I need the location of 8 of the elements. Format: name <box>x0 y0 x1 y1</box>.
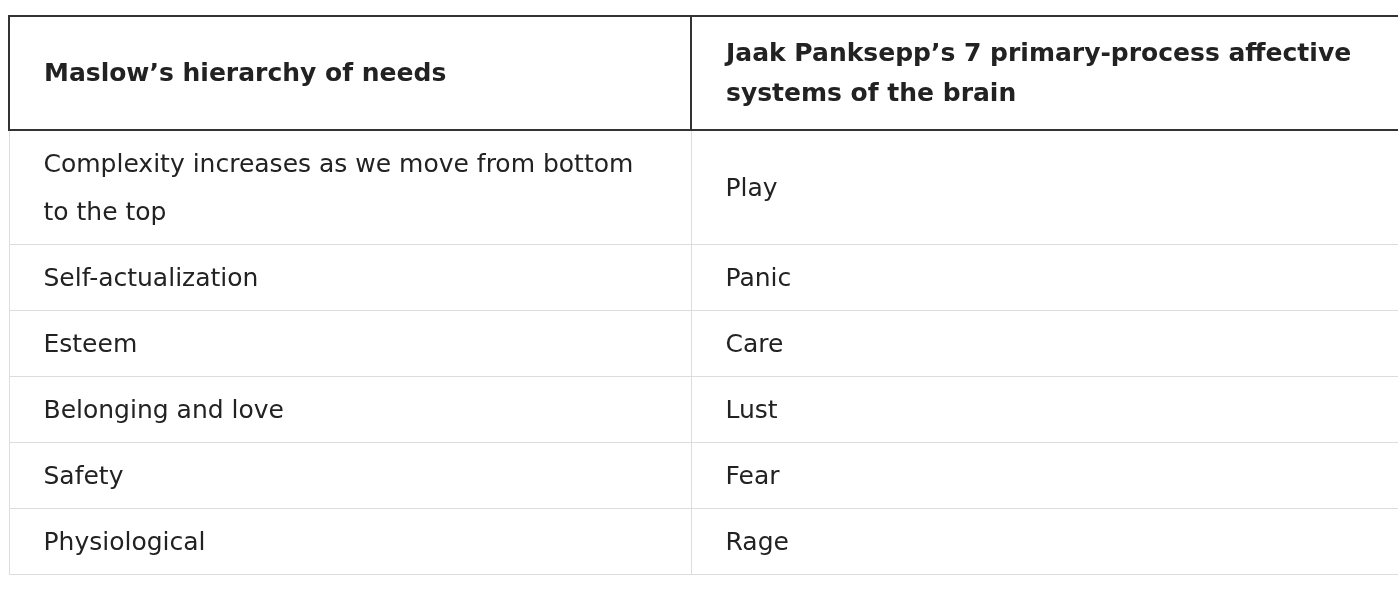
table-entry: Safety <box>9 442 691 509</box>
table-entry: Complexity increases as we move from bottom to the top <box>9 130 691 245</box>
table-entry: Belonging and love <box>9 376 691 443</box>
column-header: Maslow’s hierarchy of needs <box>9 16 691 130</box>
table-entry: Physiological <box>9 508 691 575</box>
table-entry: Esteem <box>9 310 691 377</box>
table-entry: Self-actualization <box>9 244 691 311</box>
column-header: Jaak Panksepp’s 7 primary-process affective systems of the brain <box>691 16 1398 130</box>
